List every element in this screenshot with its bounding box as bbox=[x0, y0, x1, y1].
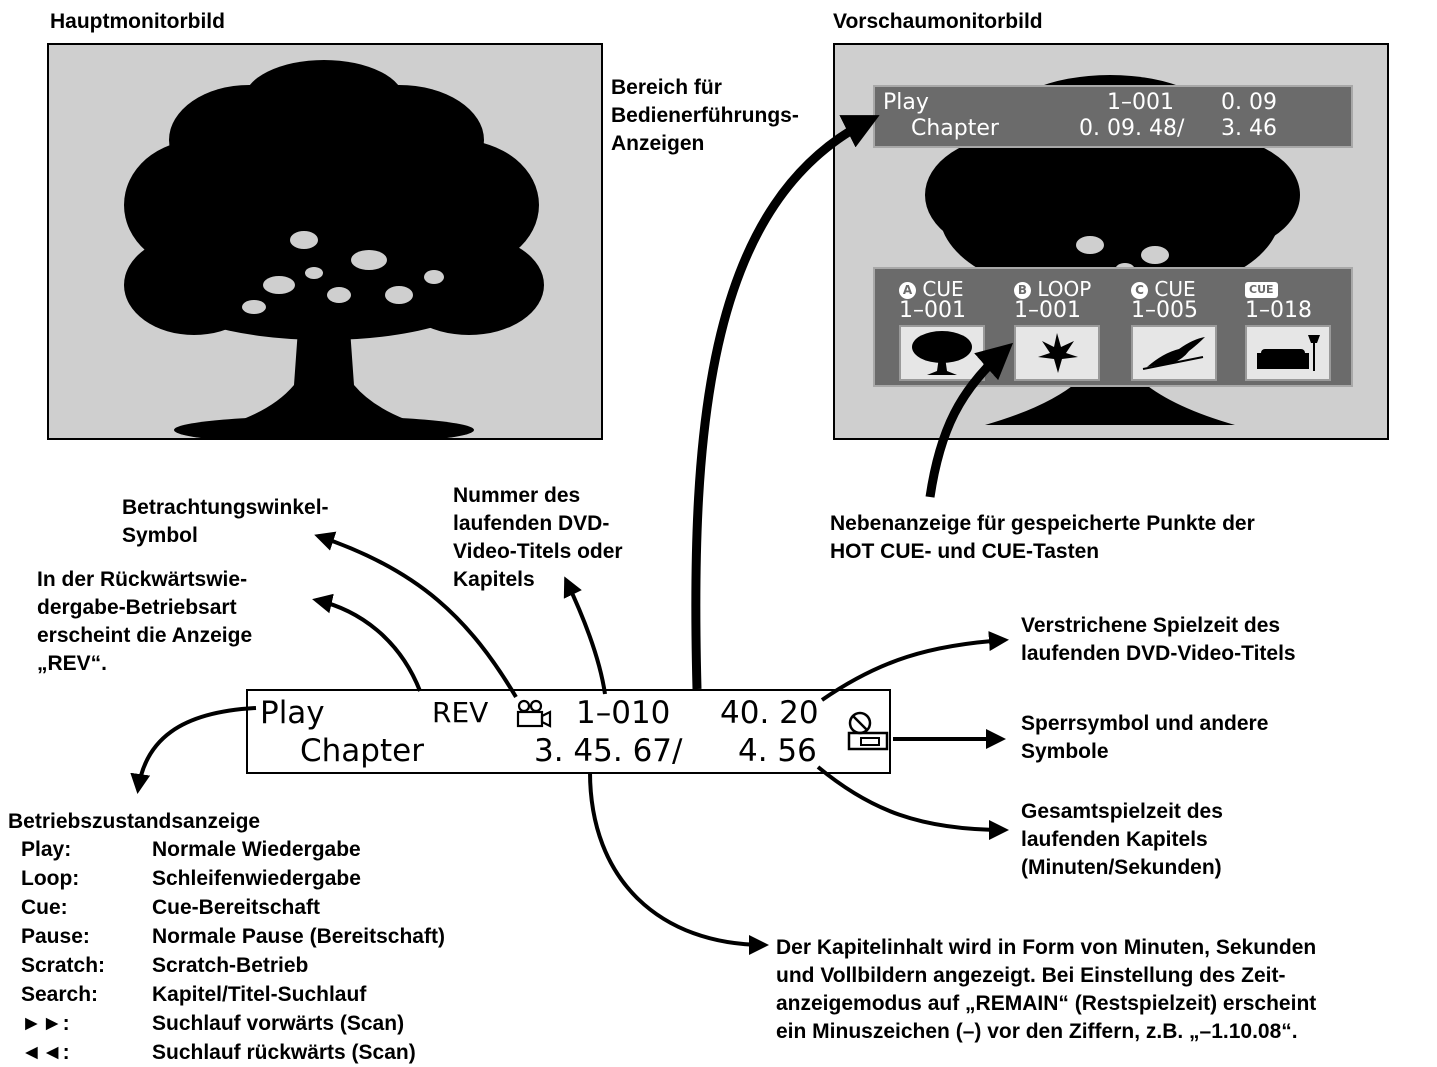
arrow-title-number bbox=[563, 576, 607, 695]
osd-guide-display: Play 1–001 0. 09 Chapter 0. 09. 48/ 3. 4… bbox=[873, 85, 1353, 148]
cue-c-badge: C bbox=[1131, 282, 1148, 299]
tree-icon bbox=[912, 331, 972, 375]
cue-hot-number: 1–018 bbox=[1245, 298, 1312, 323]
lcd-elapsed: 40. 20 bbox=[720, 695, 819, 731]
label-guide-area: Bereich für Bedienerführungs- Anzeigen bbox=[611, 76, 799, 155]
legend-row: Play:Normale Wiedergabe bbox=[21, 838, 361, 861]
legend-row: ◄◄:Suchlauf rückwärts (Scan) bbox=[21, 1041, 416, 1064]
cue-hot-label: CUE bbox=[1245, 277, 1278, 301]
main-monitor bbox=[47, 43, 603, 440]
thumb-leaf bbox=[1014, 325, 1100, 381]
lcd-display: Play REV 1–010 40. 20 Chapter 3. 45. 67/… bbox=[246, 689, 891, 774]
thumb-toucan bbox=[1131, 325, 1217, 381]
lcd-chapter-time: 3. 45. 67/ bbox=[534, 733, 683, 769]
cue-a-label: A CUE bbox=[899, 277, 964, 301]
legend-row: Search:Kapitel/Titel-Suchlauf bbox=[21, 983, 367, 1006]
cue-c-number: 1–005 bbox=[1131, 298, 1198, 323]
cue-hot-badge: CUE bbox=[1245, 282, 1278, 298]
osd-chapter-time: 0. 09. 48/ bbox=[1079, 116, 1185, 141]
cue-b-label: B LOOP bbox=[1014, 277, 1091, 301]
cue-c-label: C CUE bbox=[1131, 277, 1196, 301]
thumb-sofa bbox=[1245, 325, 1331, 381]
label-total-time: Gesamtspielzeit des laufenden Kapitels (… bbox=[1021, 800, 1223, 879]
osd-status: Play bbox=[883, 90, 929, 115]
cue-a-number: 1–001 bbox=[899, 298, 966, 323]
osd-cue-subdisplay: A CUE B LOOP C CUE CUE 1–001 1–001 1–005… bbox=[873, 267, 1353, 387]
label-angle-symbol: Betrachtungswinkel- Symbol bbox=[122, 496, 329, 547]
legend-row: Loop:Schleifenwiedergabe bbox=[21, 867, 361, 890]
arrow-rev bbox=[312, 593, 422, 692]
legend-row: Cue:Cue-Bereitschaft bbox=[21, 896, 321, 919]
cue-a-badge: A bbox=[899, 282, 916, 299]
cue-b-number: 1–001 bbox=[1014, 298, 1081, 323]
thumb-tree bbox=[899, 325, 985, 381]
legend-row: Scratch:Scratch-Betrieb bbox=[21, 954, 309, 977]
lcd-status: Play bbox=[260, 695, 325, 731]
label-sub-display: Nebenanzeige für gespeicherte Punkte der… bbox=[830, 512, 1255, 563]
osd-mode: Chapter bbox=[911, 116, 999, 141]
legend-row: Pause:Normale Pause (Bereitschaft) bbox=[21, 925, 445, 948]
osd-title-number: 1–001 bbox=[1107, 90, 1174, 115]
toucan-icon bbox=[1142, 337, 1205, 370]
leaf-icon bbox=[1038, 333, 1078, 373]
legend-heading: Betriebszustandsanzeige bbox=[8, 810, 261, 833]
label-title-number: Nummer des laufenden DVD- Video-Titels o… bbox=[453, 484, 623, 591]
arrow-status bbox=[130, 706, 257, 794]
osd-total: 3. 46 bbox=[1221, 116, 1277, 141]
lcd-title-number: 1–010 bbox=[576, 695, 671, 731]
tree-icon bbox=[124, 60, 544, 438]
label-lock-symbol: Sperrsymbol und andere Symbole bbox=[1021, 712, 1269, 763]
camera-angle-icon bbox=[516, 699, 552, 734]
preview-monitor-title: Vorschaumonitorbild bbox=[833, 10, 1043, 33]
lcd-rev: REV bbox=[432, 696, 489, 729]
main-monitor-title: Hauptmonitorbild bbox=[50, 10, 225, 33]
label-chapter-content: Der Kapitelinhalt wird in Form von Minut… bbox=[776, 936, 1317, 1043]
label-elapsed: Verstrichene Spielzeit des laufenden DVD… bbox=[1021, 614, 1296, 665]
lcd-mode: Chapter bbox=[300, 733, 424, 769]
sofa-icon bbox=[1257, 335, 1320, 371]
lock-icon bbox=[846, 711, 892, 758]
legend-row: ►►:Suchlauf vorwärts (Scan) bbox=[21, 1012, 405, 1035]
cue-b-badge: B bbox=[1014, 282, 1031, 299]
preview-monitor: Play 1–001 0. 09 Chapter 0. 09. 48/ 3. 4… bbox=[833, 43, 1389, 440]
label-rev: In der Rückwärtswie- dergabe-Betriebsart… bbox=[37, 568, 253, 675]
arrow-total bbox=[816, 765, 1009, 840]
lcd-total: 4. 56 bbox=[738, 733, 817, 769]
osd-elapsed: 0. 09 bbox=[1221, 90, 1277, 115]
